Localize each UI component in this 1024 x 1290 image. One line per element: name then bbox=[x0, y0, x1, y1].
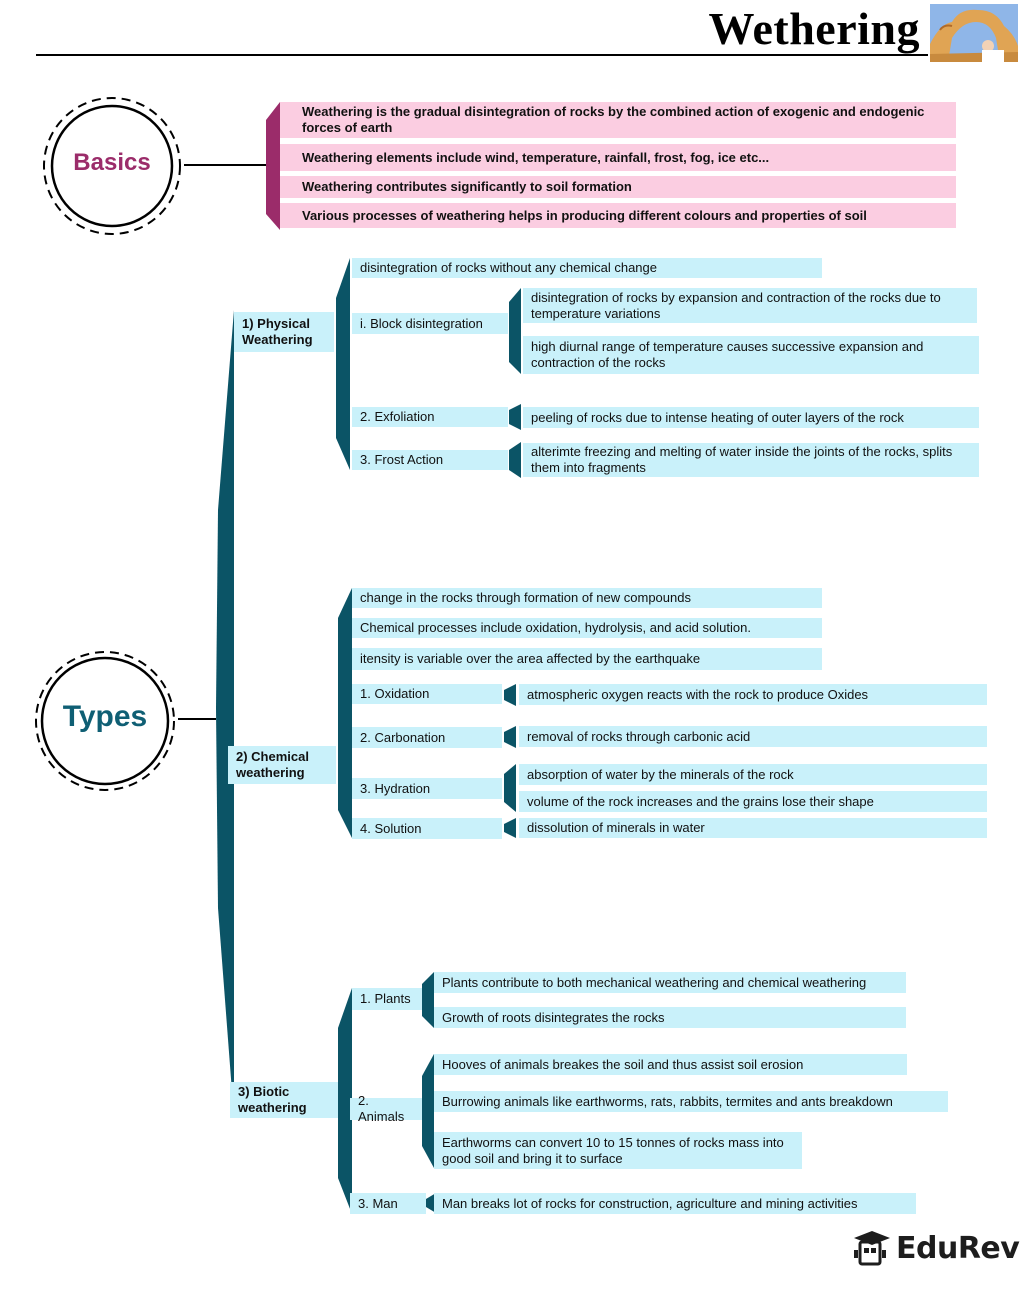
physical-summary: disintegration of rocks without any chem… bbox=[352, 258, 822, 278]
plants-point-2: Growth of roots disintegrates the rocks bbox=[434, 1007, 906, 1028]
types-main-bracket bbox=[216, 310, 234, 1118]
exfoliation-bracket bbox=[509, 404, 521, 430]
types-circle-icon bbox=[35, 651, 175, 791]
block-bracket bbox=[509, 288, 521, 374]
block-point-2: high diurnal range of temperature causes… bbox=[523, 336, 979, 374]
carbonation-bracket bbox=[504, 726, 516, 748]
plants-label: 1. Plants bbox=[352, 988, 422, 1010]
oxidation-point: atmospheric oxygen reacts with the rock … bbox=[519, 684, 987, 705]
basics-circle-icon bbox=[43, 97, 181, 235]
basics-point-4: Various processes of weathering helps in… bbox=[280, 203, 956, 228]
basics-bracket bbox=[266, 102, 280, 230]
types-node: Types bbox=[32, 648, 178, 794]
oxidation-label: 1. Oxidation bbox=[352, 684, 502, 704]
solution-bracket bbox=[504, 818, 516, 838]
types-label: Types bbox=[62, 700, 148, 733]
frost-action-label: 3. Frost Action bbox=[352, 450, 508, 470]
basics-point-1: Weathering is the gradual disintegration… bbox=[280, 102, 956, 138]
animals-bracket bbox=[422, 1054, 434, 1168]
hydration-point-2: volume of the rock increases and the gra… bbox=[519, 791, 987, 812]
basics-connector bbox=[184, 164, 266, 166]
animals-point-1: Hooves of animals breakes the soil and t… bbox=[434, 1054, 907, 1075]
page-title: Wethering bbox=[708, 3, 920, 54]
hydration-point-1: absorption of water by the minerals of t… bbox=[519, 764, 987, 785]
hydration-label: 3. Hydration bbox=[352, 778, 502, 799]
block-disintegration-label: i. Block disintegration bbox=[352, 313, 508, 334]
man-point: Man breaks lot of rocks for construction… bbox=[434, 1193, 916, 1214]
brand-name: EduRev bbox=[896, 1230, 1020, 1266]
animals-label: 2. Animals bbox=[350, 1093, 422, 1124]
carbonation-label: 2. Carbonation bbox=[352, 727, 502, 748]
hydration-bracket bbox=[504, 764, 516, 812]
animals-point-2: Burrowing animals like earthworms, rats,… bbox=[434, 1091, 948, 1112]
exfoliation-label: 2. Exfoliation bbox=[352, 407, 508, 427]
biotic-weathering-label: 3) Biotic weathering bbox=[230, 1082, 338, 1118]
chemical-point-2: Chemical processes include oxidation, hy… bbox=[352, 618, 822, 638]
basics-point-2: Weathering elements include wind, temper… bbox=[280, 144, 956, 171]
animals-point-3: Earthworms can convert 10 to 15 tonnes o… bbox=[434, 1132, 802, 1169]
rock-arch-illustration bbox=[930, 4, 1018, 62]
oxidation-bracket bbox=[504, 684, 516, 706]
chemical-point-1: change in the rocks through formation of… bbox=[352, 588, 822, 608]
plants-bracket bbox=[422, 972, 434, 1028]
plants-point-1: Plants contribute to both mechanical wea… bbox=[434, 972, 906, 993]
title-underline bbox=[36, 54, 928, 56]
graduate-cap-icon bbox=[854, 1231, 890, 1266]
types-connector bbox=[178, 718, 216, 720]
basics-point-3: Weathering contributes significantly to … bbox=[280, 176, 956, 198]
basics-label: Basics bbox=[73, 149, 151, 176]
man-bracket bbox=[426, 1193, 436, 1213]
physical-bracket bbox=[336, 258, 350, 470]
exfoliation-point: peeling of rocks due to intense heating … bbox=[523, 407, 979, 428]
man-label: 3. Man bbox=[350, 1193, 426, 1214]
block-point-1: disintegration of rocks by expansion and… bbox=[523, 288, 977, 323]
frost-action-point: alterimte freezing and melting of water … bbox=[523, 443, 979, 477]
carbonation-point: removal of rocks through carbonic acid bbox=[519, 726, 987, 747]
chemical-weathering-label: 2) Chemical weathering bbox=[228, 746, 336, 784]
edurev-logo: EduRev bbox=[850, 1228, 1020, 1268]
chemical-point-3: itensity is variable over the area affec… bbox=[352, 648, 822, 670]
solution-label: 4. Solution bbox=[352, 818, 502, 839]
solution-point: dissolution of minerals in water bbox=[519, 818, 987, 838]
basics-node: Basics bbox=[40, 94, 184, 238]
physical-weathering-label: 1) Physical Weathering bbox=[234, 312, 334, 352]
biotic-bracket bbox=[338, 988, 352, 1214]
frost-bracket bbox=[509, 442, 521, 478]
chemical-bracket bbox=[338, 588, 352, 838]
